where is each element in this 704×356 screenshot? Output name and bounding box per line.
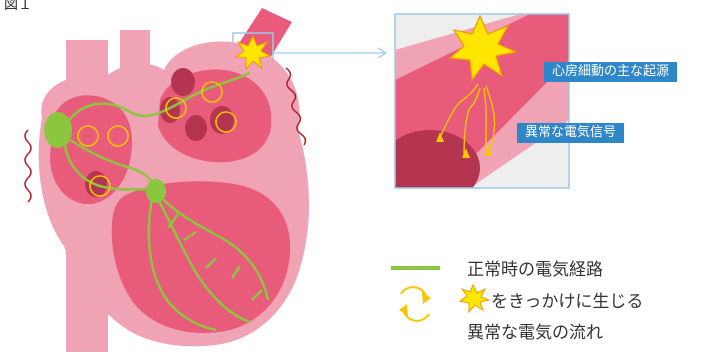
vein-opening [171, 68, 195, 96]
legend-abnormal-label-line1: をきっかけに生じる [491, 287, 643, 312]
heart-illustration [25, 8, 309, 352]
inset-zoom [380, 14, 569, 206]
legend-spark-icon [460, 285, 489, 312]
legend-abnormal-label-line2: 異常な電気の流れ [467, 318, 603, 343]
callout-signal-label: 異常な電気信号 [517, 123, 624, 143]
vein-opening [185, 115, 207, 141]
legend-normal-path-label: 正常時の電気経路 [467, 255, 603, 280]
legend-circular-arrows-icon [399, 287, 431, 321]
inset-connector [273, 48, 386, 58]
av-node [146, 179, 166, 203]
sa-node [44, 112, 72, 148]
vein-opening [210, 106, 234, 134]
fibrillation-wave [25, 130, 31, 202]
figure-label: 図１ [4, 0, 32, 14]
callout-origin-label: 心房細動の主な起源 [544, 62, 677, 82]
